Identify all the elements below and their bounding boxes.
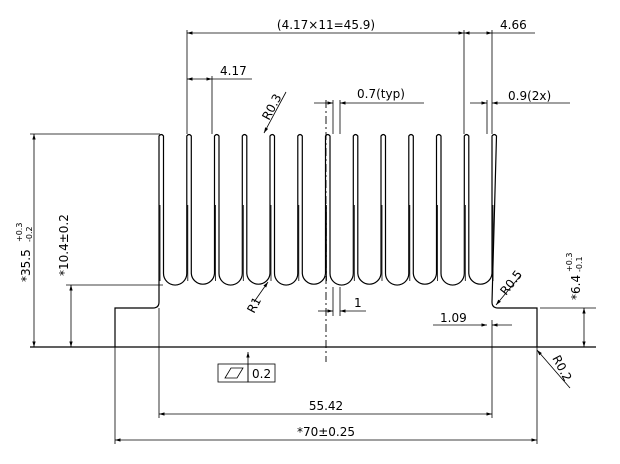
dim-fin-thickness: 0.7(typ) [314, 87, 424, 134]
dim-fin-tip-radius-label: R0.3 [259, 92, 284, 123]
dim-base-height: *10.4±0.2 [57, 214, 163, 347]
dim-overall-width-label: *70±0.25 [297, 425, 355, 439]
flatness-value: 0.2 [252, 367, 271, 381]
dim-step-height: *6.4 +0.3 -0.1 [540, 253, 596, 347]
heatsink-profile [114, 133, 538, 347]
flatness-icon [224, 367, 244, 379]
dim-fin-pitch-label: 4.17 [220, 64, 247, 78]
dim-step-width: 1.09 [433, 311, 512, 327]
dim-step-radius: R0.5 [495, 268, 525, 306]
dim-fin-pitch: 4.17 [187, 64, 252, 134]
dim-fin-span-label: 55.42 [309, 399, 343, 413]
dim-fin-root-width-label: 1 [354, 296, 362, 310]
flatness-callout: 0.2 [217, 352, 276, 383]
dim-overall-height-tol-lower: -0.2 [25, 226, 34, 242]
dim-fin-span: 55.42 [158, 308, 493, 418]
dim-step-radius-label: R0.5 [497, 268, 525, 298]
dim-step-height-label: *6.4 [569, 275, 583, 300]
dim-overall-width: *70±0.25 [114, 308, 538, 444]
dim-corner-radius: R0.2 [536, 349, 575, 389]
dim-end-offset: 4.66 [464, 18, 535, 134]
dim-fin-root-width: 1 [318, 287, 366, 316]
dim-root-radius: R1 [244, 281, 269, 316]
dim-base-height-label: *10.4±0.2 [57, 214, 71, 276]
dim-fin-pitch-total-label: (4.17×11=45.9) [277, 18, 375, 32]
dim-root-radius-label: R1 [244, 295, 264, 316]
dim-overall-height: *35.5 +0.3 -0.2 [15, 133, 160, 347]
heatsink-outline [114, 133, 538, 347]
dim-fin-thickness-label: 0.7(typ) [357, 87, 405, 101]
dim-step-width-label: 1.09 [440, 311, 467, 325]
dim-fin-tip-radius: R0.3 [259, 92, 287, 134]
dim-step-height-tol-upper: +0.3 [565, 253, 574, 272]
dim-end-fin-thickness-label: 0.9(2x) [508, 89, 551, 103]
dim-overall-height-label: *35.5 [19, 249, 33, 282]
dim-fin-pitch-total: (4.17×11=45.9) [186, 18, 465, 134]
dim-overall-height-tol-upper: +0.3 [15, 223, 24, 242]
dim-end-fin-thickness: 0.9(2x) [470, 89, 570, 134]
dim-end-offset-label: 4.66 [500, 18, 527, 32]
dim-step-height-tol-lower: -0.1 [575, 256, 584, 272]
